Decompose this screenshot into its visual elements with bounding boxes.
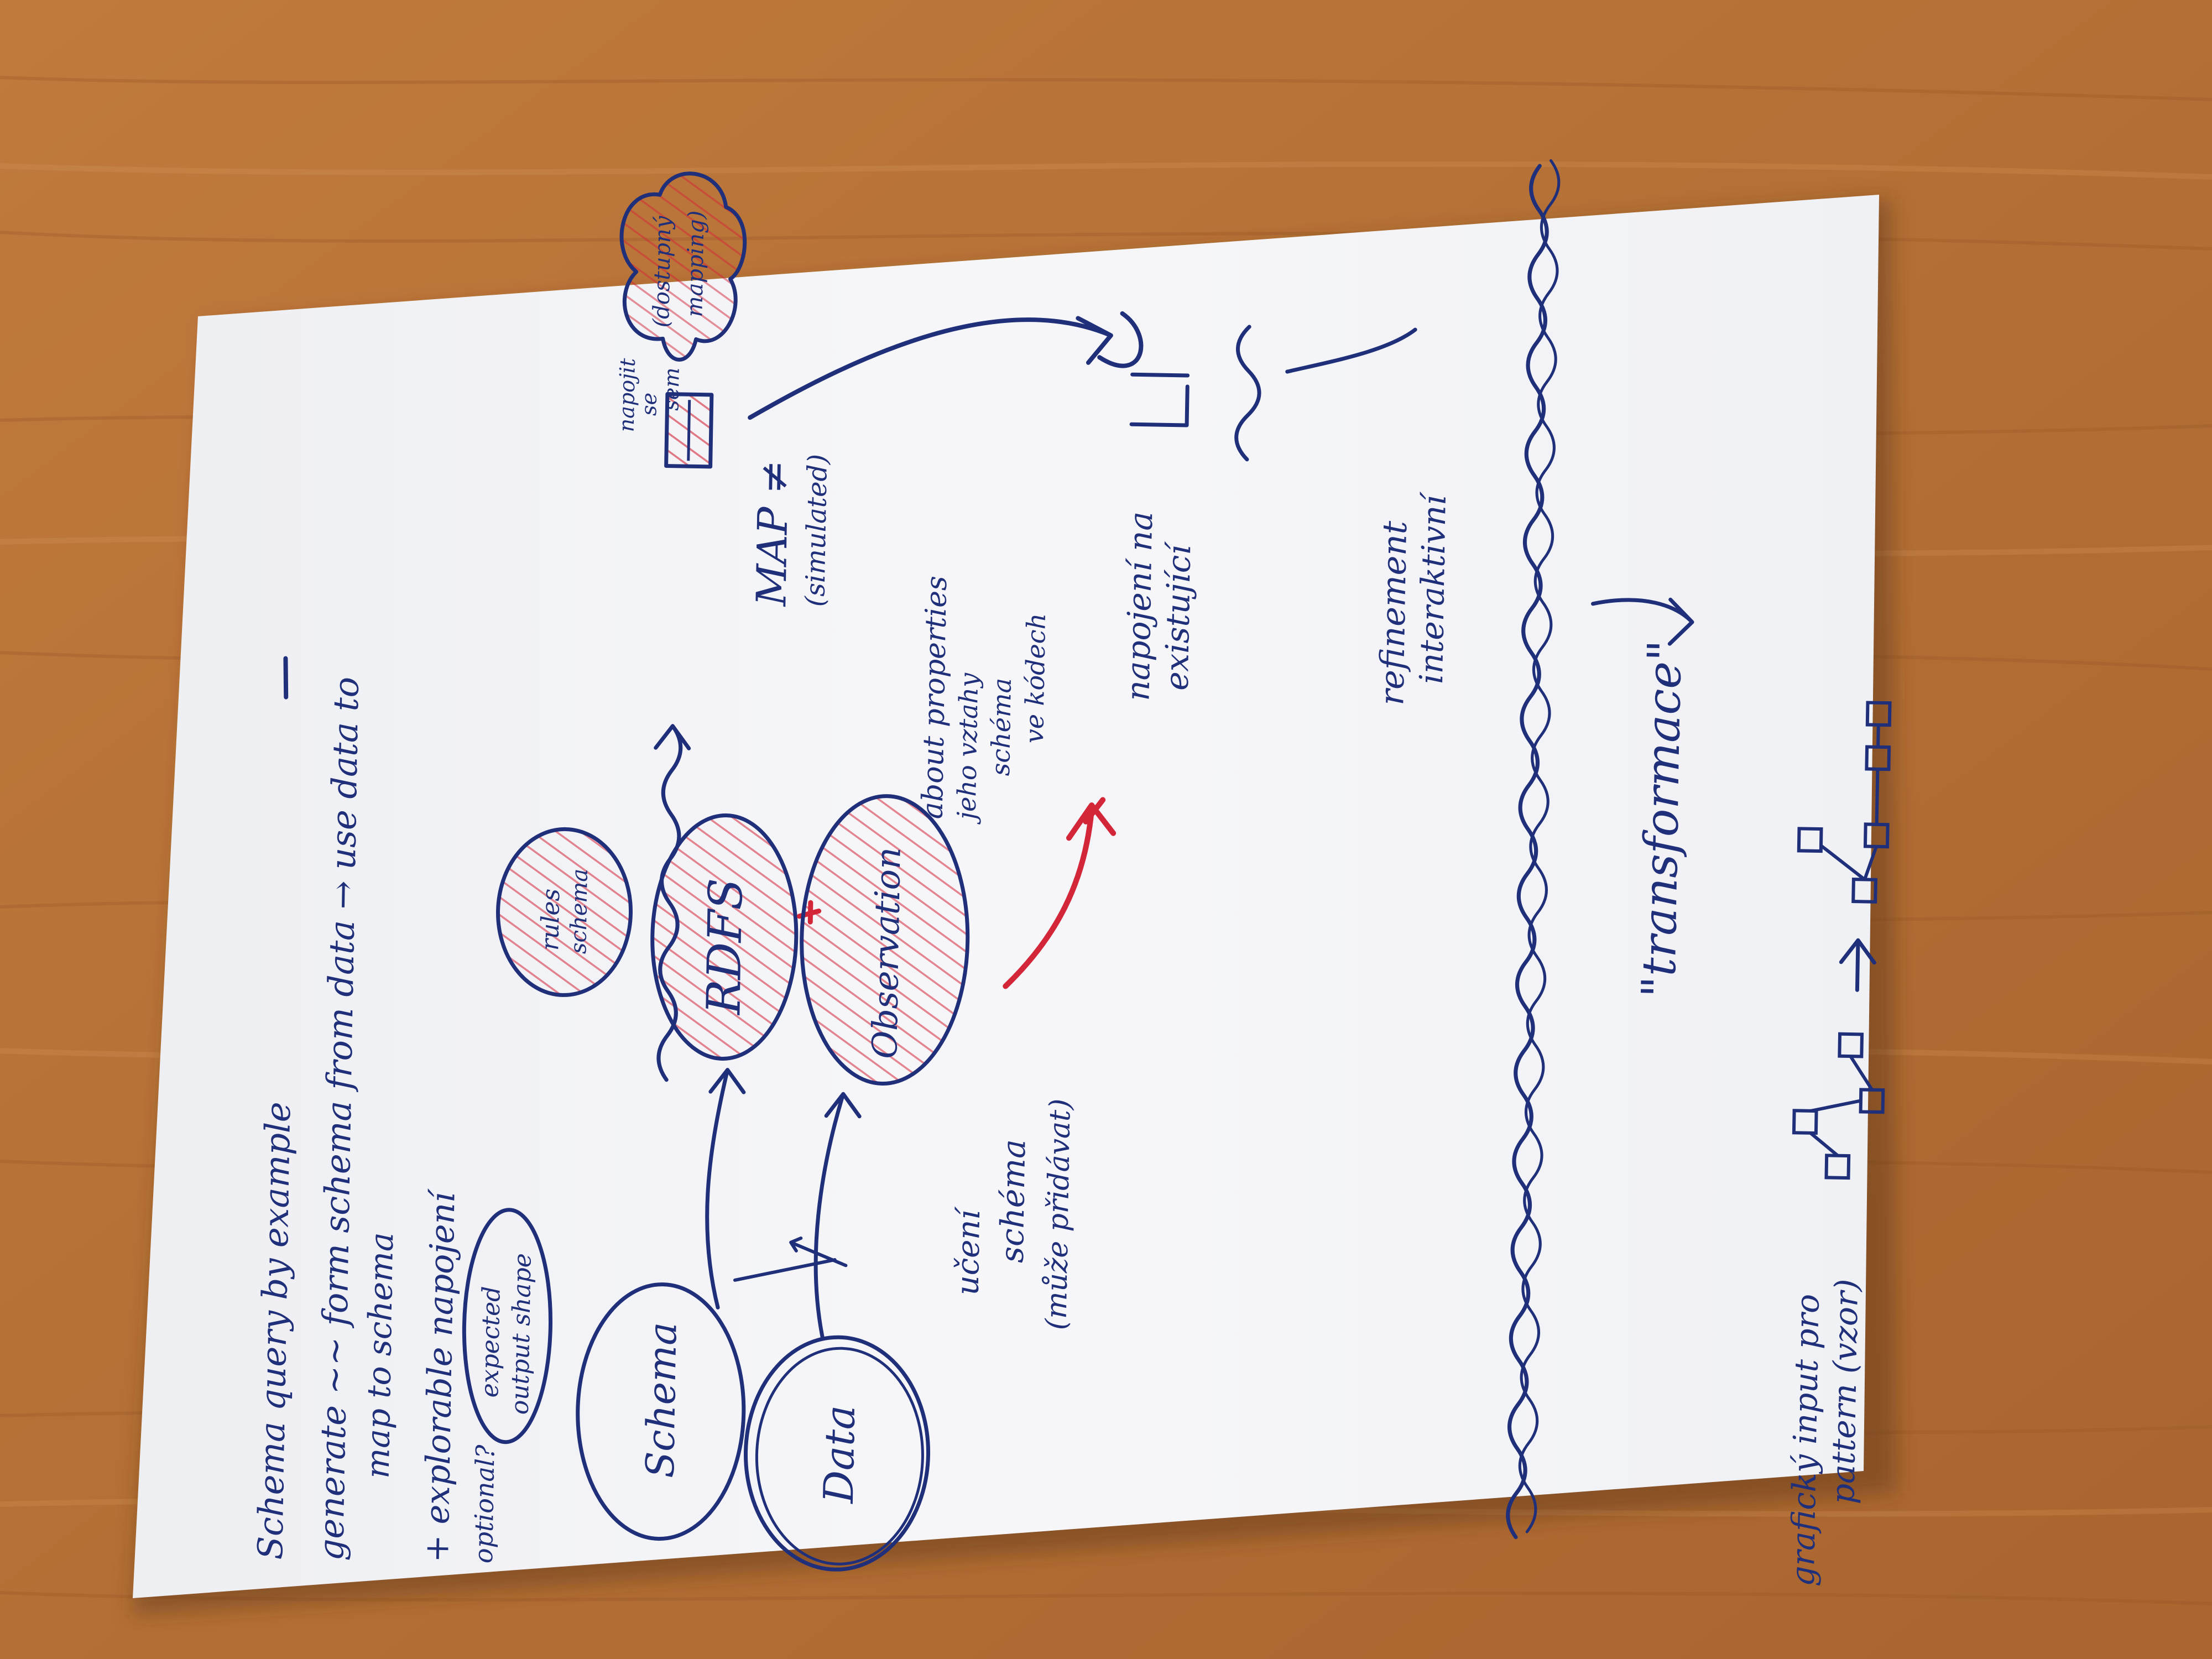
squiggle-to-map <box>654 724 691 1082</box>
svg-text:pattern (vzor): pattern (vzor) <box>1824 1279 1865 1505</box>
mapping-cloud: (dostupný mapping) <box>619 171 747 362</box>
napojeni-note: napojení na existující <box>1119 372 1198 701</box>
graficky-note: grafický input pro pattern (vzor) <box>1784 1279 1866 1587</box>
small-squiggle <box>1234 325 1261 462</box>
arrow-up-schema <box>789 1236 848 1267</box>
curved-arrow-head <box>1097 311 1144 368</box>
svg-text:output shape: output shape <box>506 1253 537 1415</box>
svg-text:sem: sem <box>659 367 684 411</box>
transform-arrow <box>1839 938 1876 992</box>
curved-arrow <box>748 316 1113 420</box>
svg-text:učení: učení <box>950 1206 988 1296</box>
pattern-graph-left <box>1792 1032 1885 1180</box>
svg-text:(může přidávat): (může přidávat) <box>1040 1098 1077 1330</box>
svg-text:grafický input pro: grafický input pro <box>1784 1293 1827 1587</box>
note-title: Schema query by example <box>250 1102 298 1560</box>
napojit-note: napojit se sem <box>614 358 684 432</box>
svg-text:refinement: refinement <box>1373 520 1415 706</box>
svg-text:RDFS: RDFS <box>696 878 753 1016</box>
svg-text:(dostupný: (dostupný <box>649 215 676 328</box>
svg-text:interaktivní: interaktivní <box>1412 491 1453 684</box>
data-bubble: Data <box>743 1335 931 1572</box>
arrow-schema-rdfs <box>705 1068 746 1310</box>
refinement-note: refinement interaktivní <box>1373 491 1453 706</box>
schema-data-divider <box>733 1258 837 1282</box>
observation-bubble: Observation <box>800 794 970 1086</box>
svg-text:existující: existující <box>1158 541 1198 691</box>
svg-text:about properties: about properties <box>916 576 954 820</box>
arrow-data-observation <box>813 1092 862 1339</box>
svg-text:rules: rules <box>536 889 565 951</box>
expected-output-shape-bubble: expected output shape <box>462 1208 553 1444</box>
note-optional: optional? <box>468 1444 500 1564</box>
schema-bubble: Schema <box>576 1282 746 1541</box>
about-properties-note: about properties jeho vztahy schéma ve k… <box>916 576 1052 825</box>
svg-text:se: se <box>637 393 661 416</box>
note-generate-2: map to schema <box>359 1232 401 1479</box>
rdfs-bubble: RDFS <box>650 813 799 1061</box>
paper-sheet <box>133 195 1879 1598</box>
svg-text:Schema: Schema <box>638 1322 686 1478</box>
rules-bubble: rules schema <box>496 827 633 997</box>
wavy-separator <box>1506 164 1549 1540</box>
svg-text:schema: schema <box>566 868 593 954</box>
simulated-text: (simulated) <box>800 454 833 607</box>
svg-text:mapping): mapping) <box>682 210 709 317</box>
svg-text:schéma: schéma <box>985 677 1017 776</box>
red-arrow <box>1003 797 1117 989</box>
note-explore: + explorable napojení <box>418 1188 463 1563</box>
uceni-note: učení schéma (může přidávat) <box>950 1098 1077 1330</box>
svg-text:jeho vztahy: jeho vztahy <box>951 672 984 825</box>
svg-text:Observation: Observation <box>864 847 909 1059</box>
svg-text:napojení na: napojení na <box>1119 511 1160 701</box>
transformace-text: "transformace" <box>1631 639 1692 998</box>
map-text: MAP ≠ <box>748 460 798 608</box>
stray-mark <box>283 656 289 700</box>
svg-text:expected: expected <box>476 1286 506 1397</box>
svg-text:Data: Data <box>815 1405 864 1505</box>
svg-text:napojit: napojit <box>614 358 640 432</box>
pattern-graph-right <box>1797 701 1892 904</box>
svg-text:schéma: schéma <box>993 1139 1033 1264</box>
curly-brace <box>1285 327 1417 374</box>
database-icon <box>664 392 714 469</box>
arrow-to-transformace <box>1591 597 1694 646</box>
svg-text:ve kódech: ve kódech <box>1019 613 1051 743</box>
